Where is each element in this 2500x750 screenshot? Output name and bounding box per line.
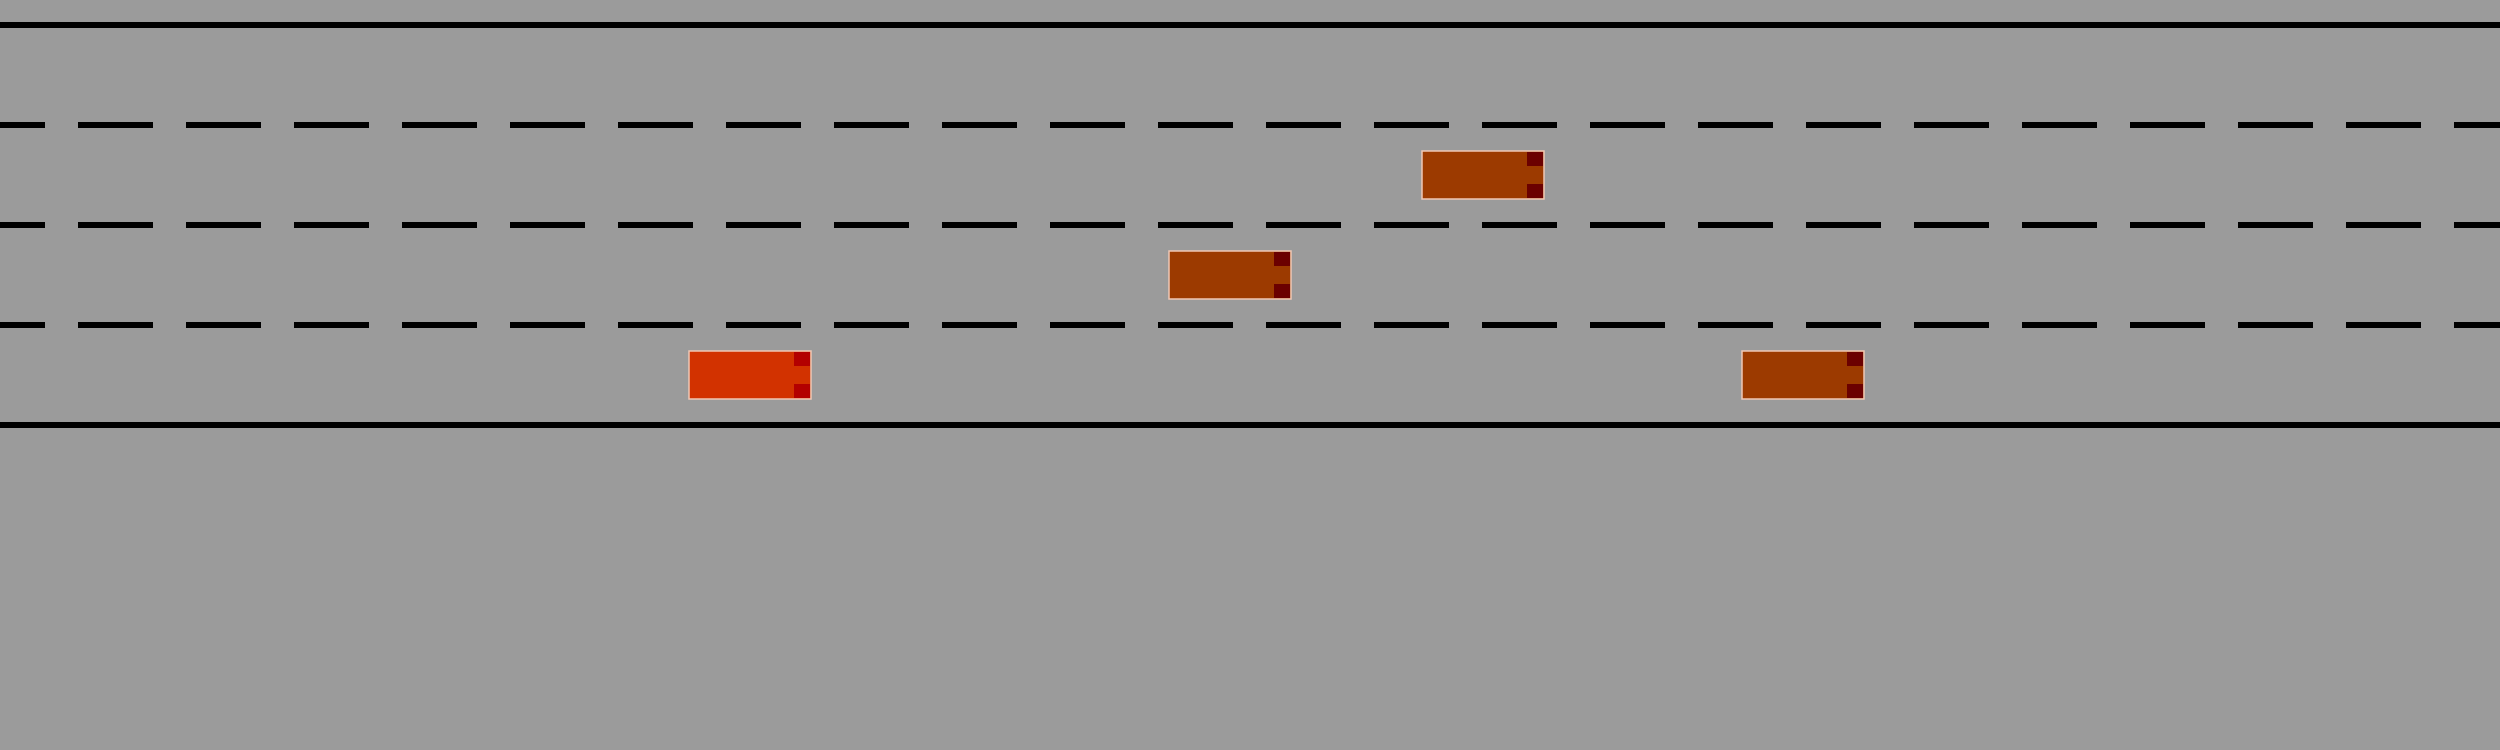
lane-dash — [618, 222, 693, 228]
lane-dash — [0, 122, 45, 128]
lane-dash — [1698, 122, 1773, 128]
vehicle-body — [1168, 250, 1292, 300]
lane-dash — [726, 322, 801, 328]
lane-dash — [942, 322, 1017, 328]
lane-dash — [2130, 122, 2205, 128]
lane-dash — [1374, 222, 1449, 228]
lane-dash — [2130, 222, 2205, 228]
lane-dash — [1266, 222, 1341, 228]
road-edge-top — [0, 22, 2500, 28]
lane-markings — [0, 22, 2500, 428]
road-edge-bottom — [0, 422, 2500, 428]
lane-dash — [1590, 122, 1665, 128]
lane-dash — [402, 222, 477, 228]
headlight-right — [794, 384, 810, 398]
lane-dash — [1698, 322, 1773, 328]
headlight-left — [794, 352, 810, 366]
lane-dash — [2346, 322, 2421, 328]
lane-dash — [2022, 322, 2097, 328]
lane-dash — [0, 222, 45, 228]
lane-dash — [2022, 122, 2097, 128]
ego-vehicle — [688, 350, 812, 400]
lane-dash — [1374, 322, 1449, 328]
lane-dash — [402, 122, 477, 128]
lane-dash — [1914, 222, 1989, 228]
lane-dash — [2454, 122, 2500, 128]
lane-dash — [1266, 322, 1341, 328]
lane-dash — [726, 122, 801, 128]
lane-dash — [1698, 222, 1773, 228]
headlight-right — [1527, 184, 1543, 198]
lane-dash — [294, 322, 369, 328]
lane-dash — [2346, 222, 2421, 228]
lane-dash — [186, 222, 261, 228]
lane-dash — [2022, 222, 2097, 228]
lane-dash — [78, 322, 153, 328]
vehicle-body — [688, 350, 812, 400]
vehicle-3 — [1168, 250, 1292, 300]
lane-dash — [1050, 322, 1125, 328]
lane-dash — [2346, 122, 2421, 128]
lane-dash — [942, 122, 1017, 128]
lane-dash — [1914, 122, 1989, 128]
lane-dash — [0, 322, 45, 328]
vehicle-body — [1421, 150, 1545, 200]
lane-dash — [2454, 222, 2500, 228]
lane-dash — [2238, 122, 2313, 128]
lane-dash — [1914, 322, 1989, 328]
lane-dash — [834, 222, 909, 228]
vehicle-4 — [1741, 350, 1865, 400]
headlight-right — [1847, 384, 1863, 398]
lane-dash — [1590, 322, 1665, 328]
lane-dash — [186, 122, 261, 128]
lane-dash — [1266, 122, 1341, 128]
headlight-left — [1527, 152, 1543, 166]
lane-dash — [1050, 222, 1125, 228]
lane-dash — [618, 322, 693, 328]
lane-dash — [1806, 222, 1881, 228]
lane-dash — [1482, 322, 1557, 328]
lane-dash — [1806, 322, 1881, 328]
vehicle-2 — [1421, 150, 1545, 200]
vehicle-body — [1741, 350, 1865, 400]
lane-dash — [942, 222, 1017, 228]
lane-dash — [1482, 222, 1557, 228]
lane-dash — [78, 122, 153, 128]
lane-dash — [402, 322, 477, 328]
lane-dash — [1374, 122, 1449, 128]
lane-dash — [186, 322, 261, 328]
lane-dash — [1590, 222, 1665, 228]
headlight-left — [1847, 352, 1863, 366]
lane-dash — [1158, 222, 1233, 228]
lane-dash — [2130, 322, 2205, 328]
lane-dash — [618, 122, 693, 128]
lane-dash — [1806, 122, 1881, 128]
vehicles-layer — [688, 150, 1865, 400]
headlight-right — [1274, 284, 1290, 298]
headlight-left — [1274, 252, 1290, 266]
lane-dash — [834, 322, 909, 328]
lane-dash — [510, 322, 585, 328]
lane-dash — [726, 222, 801, 228]
lane-dash — [1158, 322, 1233, 328]
lane-dash — [1050, 122, 1125, 128]
lane-dash — [834, 122, 909, 128]
lane-dash — [510, 222, 585, 228]
lane-dash — [1482, 122, 1557, 128]
lane-dash — [78, 222, 153, 228]
lane-dash — [2238, 322, 2313, 328]
lane-dash — [294, 122, 369, 128]
lane-dash — [294, 222, 369, 228]
lane-dash — [510, 122, 585, 128]
lane-dash — [2238, 222, 2313, 228]
lane-dash — [1158, 122, 1233, 128]
lane-dash — [2454, 322, 2500, 328]
